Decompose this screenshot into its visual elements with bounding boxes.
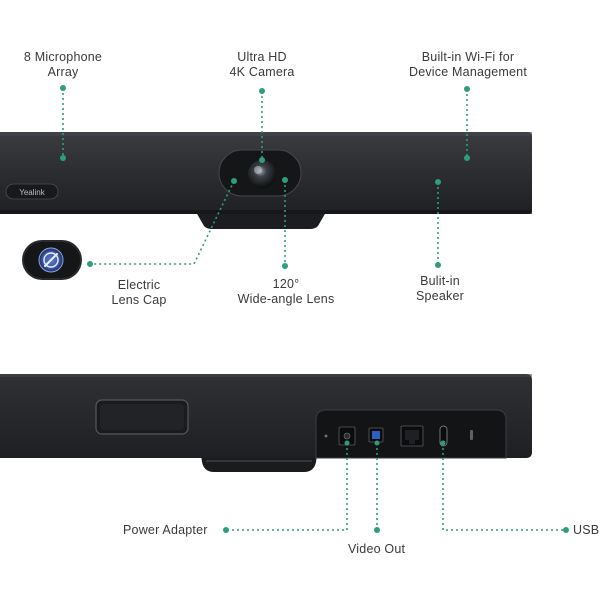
label-video-out: Video Out [348,542,406,556]
callout-dots [60,85,569,533]
label-lens-cap: Electric Lens Cap [111,278,167,307]
rear-view [0,374,532,472]
lens-cap-icon [44,253,58,267]
callout-lens-cap [90,180,235,265]
callout-power [226,443,348,531]
callout-usb [442,443,566,531]
brand-logo: Yealink [19,188,46,197]
label-wide-lens: 120° Wide-angle Lens [237,277,335,306]
label-usb: USB [573,523,600,537]
label-mic-array: 8 Microphone Array [23,50,103,79]
callout-lines [62,88,566,531]
reset-hole [324,434,328,438]
camera-lens [248,160,276,188]
label-speaker: Bulit-in Speaker [416,274,464,303]
lens-cap-thumbnail [22,240,82,280]
label-camera: Ultra HD 4K Camera [229,50,295,79]
label-wifi: Built-in Wi-Fi for Device Management [408,50,528,79]
front-view: Yealink [0,132,532,229]
front-stand [196,212,326,229]
label-power-adapter: Power Adapter [123,523,208,537]
lock-slot [470,430,473,440]
logo-badge [5,183,59,200]
